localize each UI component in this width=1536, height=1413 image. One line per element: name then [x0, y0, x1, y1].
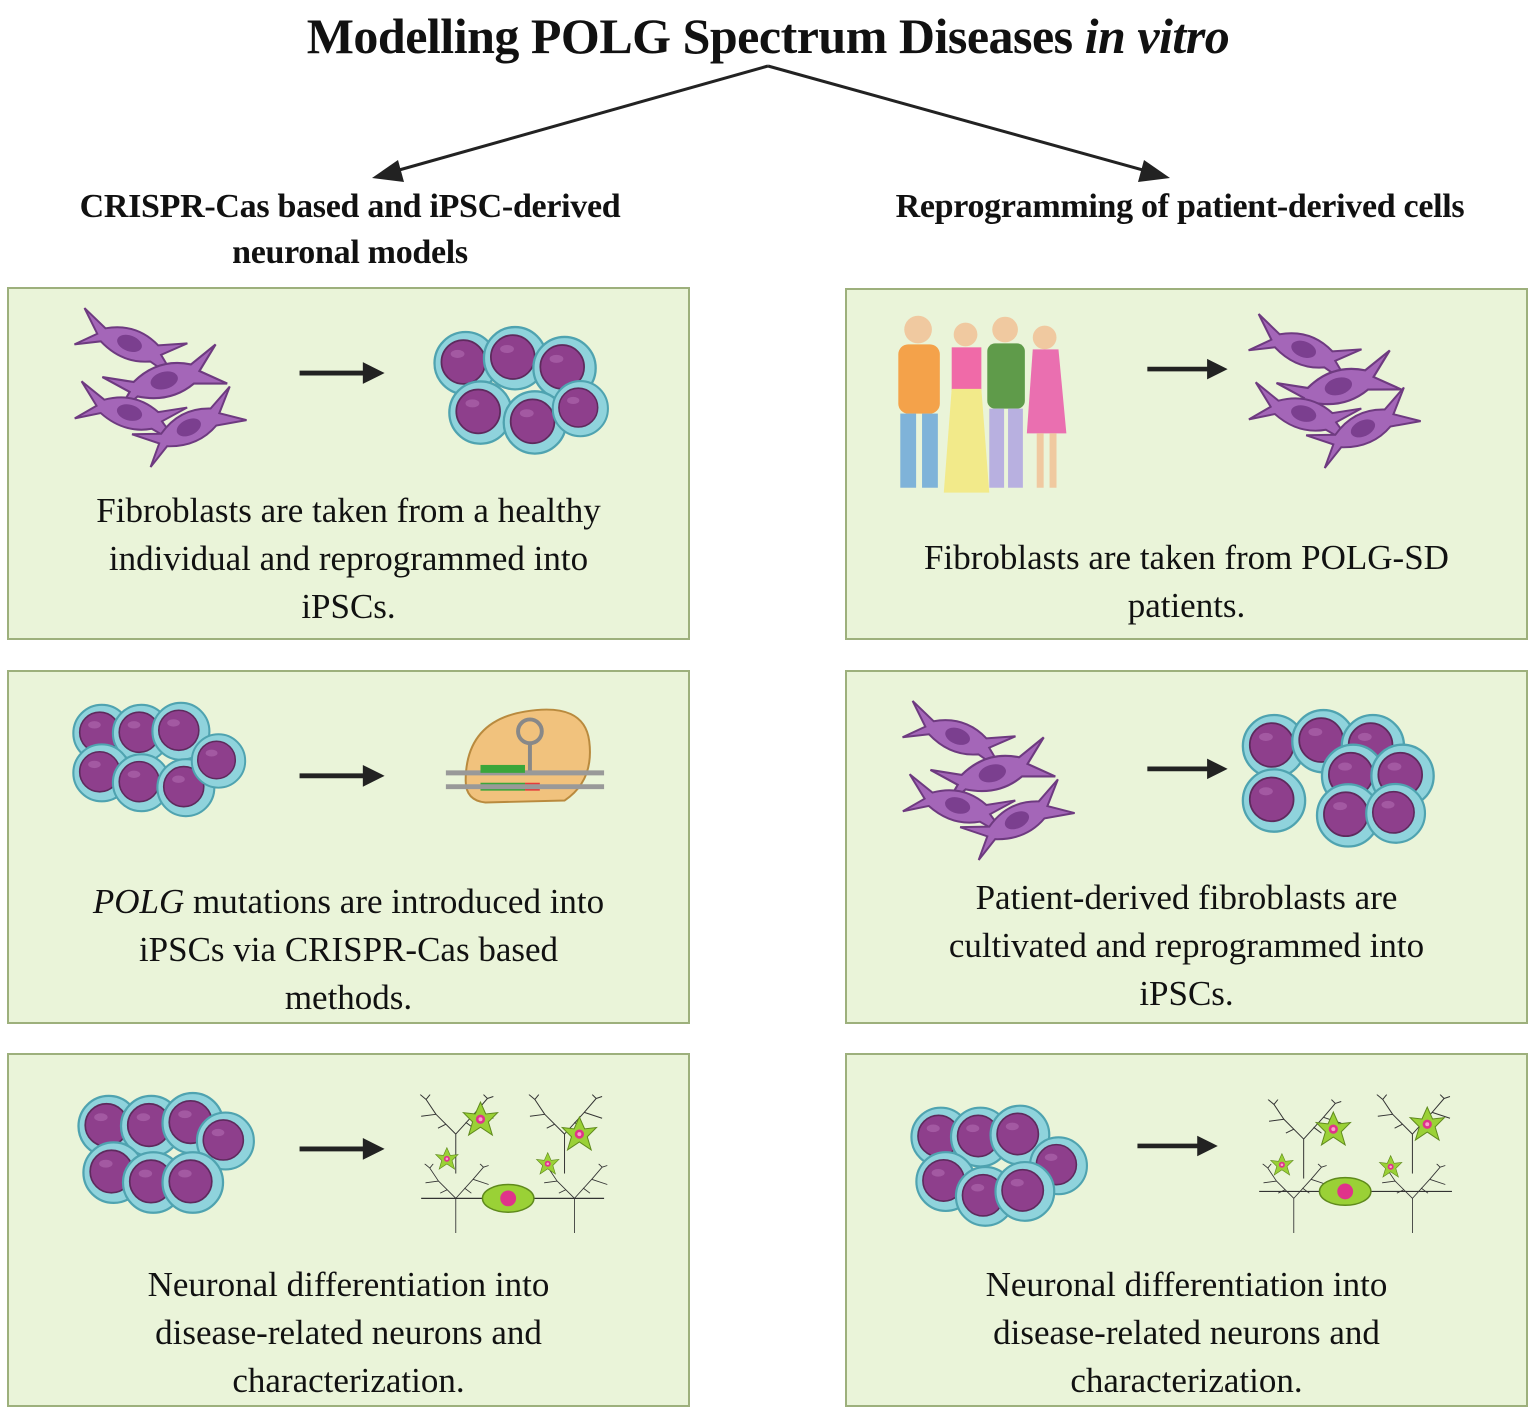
- caption-line: iPSCs via CRISPR-Cas based: [138, 930, 559, 969]
- left-heading-line2: neuronal models: [232, 234, 468, 271]
- left-panel-3-art: [77, 1091, 608, 1233]
- right-panel-3-caption: Neuronal differentiation into disease-re…: [847, 1261, 1526, 1405]
- neuron-network: [419, 1094, 608, 1233]
- caption-line: Neuronal differentiation into: [147, 1265, 550, 1304]
- right-column-heading: Reprogramming of patient-derived cells: [830, 184, 1530, 230]
- right-panel-2-caption: Patient-derived fibroblasts are cultivat…: [847, 874, 1526, 1018]
- process-arrow-icon: [1147, 359, 1227, 380]
- left-column-heading: CRISPR-Cas based and iPSC-derived neuron…: [10, 184, 690, 276]
- left-panel-3-caption: Neuronal differentiation into disease-re…: [9, 1261, 688, 1405]
- left-panel-2: POLG mutations are introduced into iPSCs…: [7, 670, 690, 1024]
- fibroblast-cluster: [1244, 311, 1423, 471]
- right-heading-text: Reprogramming of patient-derived cells: [895, 188, 1465, 225]
- crispr-cas-icon: [445, 708, 605, 804]
- caption-first-rest: mutations are introduced into: [184, 882, 605, 921]
- caption-line: methods.: [284, 978, 413, 1017]
- left-panel-1: Fibroblasts are taken from a healthy ind…: [7, 287, 690, 640]
- neuron-network: [1259, 1094, 1452, 1233]
- left-panel-1-caption: Fibroblasts are taken from a healthy ind…: [9, 487, 688, 631]
- fibroblast-cluster: [70, 305, 249, 470]
- title-italic: in vitro: [1084, 8, 1230, 64]
- caption-line: POLG mutations are introduced into: [9, 878, 688, 926]
- right-panel-1: Fibroblasts are taken from POLG-SD patie…: [845, 288, 1528, 640]
- process-arrow-icon: [1147, 759, 1227, 780]
- ipsc-cluster: [910, 1104, 1088, 1227]
- caption-line: Neuronal differentiation into: [985, 1265, 1388, 1304]
- left-panel-2-caption: POLG mutations are introduced into iPSCs…: [9, 878, 688, 1022]
- left-panel-2-art: [72, 701, 605, 818]
- right-panel-3-art: [910, 1094, 1452, 1233]
- caption-line: disease-related neurons and: [993, 1313, 1380, 1352]
- caption-line: characterization.: [232, 1361, 465, 1400]
- branch-arrows: [372, 64, 1170, 182]
- patients-group-icon: [898, 315, 1067, 493]
- caption-line: individual and reprogrammed into: [108, 539, 589, 578]
- ipsc-cluster: [433, 325, 609, 455]
- ipsc-cluster: [72, 701, 247, 818]
- caption-line: disease-related neurons and: [155, 1313, 542, 1352]
- process-arrow-icon: [300, 362, 385, 384]
- caption-line: Patient-derived fibroblasts are: [975, 878, 1398, 917]
- page-title: Modelling POLG Spectrum Diseases in vitr…: [0, 6, 1536, 66]
- caption-line: iPSCs.: [301, 587, 396, 626]
- title-main: Modelling POLG Spectrum Diseases: [306, 8, 1073, 64]
- process-arrow-icon: [1137, 1136, 1217, 1157]
- caption-italic-gene: POLG: [92, 882, 185, 921]
- ipsc-cluster: [77, 1091, 255, 1214]
- left-panel-3: Neuronal differentiation into disease-re…: [7, 1053, 690, 1407]
- process-arrow-icon: [300, 1138, 385, 1160]
- caption-line: Fibroblasts are taken from POLG-SD: [924, 538, 1449, 577]
- fibroblast-cluster: [898, 698, 1077, 863]
- right-panel-1-art: [898, 311, 1423, 493]
- left-heading-line1: CRISPR-Cas based and iPSC-derived: [79, 188, 621, 225]
- right-panel-3: Neuronal differentiation into disease-re…: [845, 1053, 1528, 1407]
- right-panel-1-caption: Fibroblasts are taken from POLG-SD patie…: [847, 534, 1526, 630]
- process-arrow-icon: [300, 765, 385, 787]
- caption-line: patients.: [1127, 586, 1246, 625]
- ipsc-cluster: [1241, 708, 1435, 848]
- caption-line: iPSCs.: [1139, 974, 1234, 1013]
- caption-line: cultivated and reprogrammed into: [948, 926, 1425, 965]
- caption-line: characterization.: [1070, 1361, 1303, 1400]
- caption-line: Fibroblasts are taken from a healthy: [96, 491, 601, 530]
- right-panel-2: Patient-derived fibroblasts are cultivat…: [845, 670, 1528, 1024]
